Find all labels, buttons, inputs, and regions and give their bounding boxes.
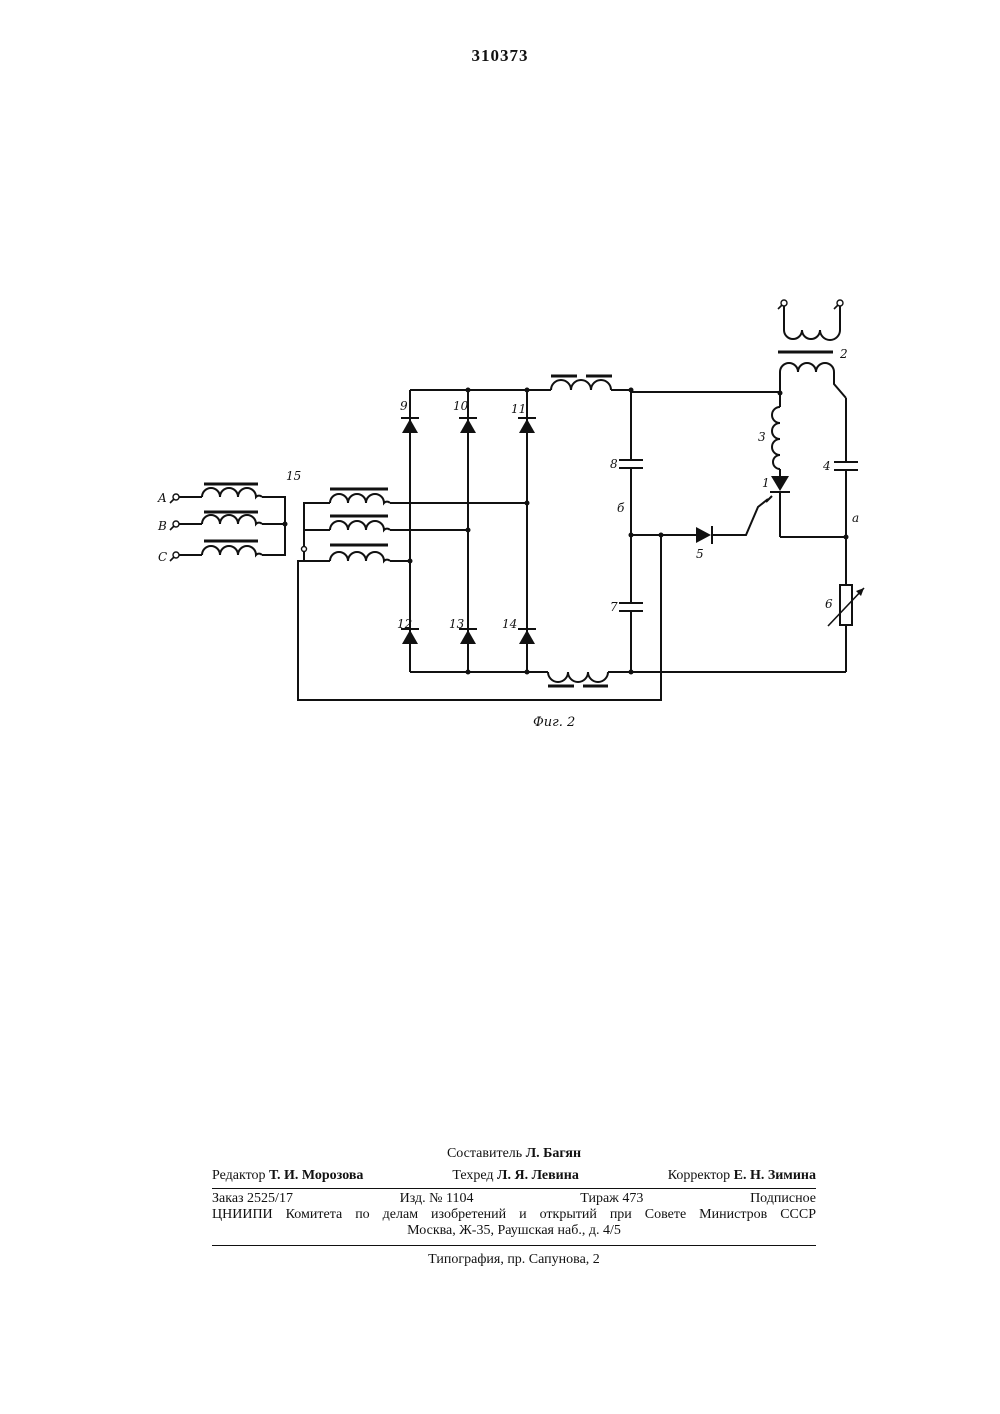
diode-14 <box>518 629 536 644</box>
edition-number: Изд. № 1104 <box>400 1191 474 1207</box>
output-transformer: 2 <box>778 300 848 398</box>
divider-top <box>212 1188 816 1189</box>
capacitor-divider: 8 7 б <box>610 388 664 675</box>
diode-12 <box>401 629 419 644</box>
transformer-15-label: 15 <box>286 469 301 483</box>
diode-10 <box>459 418 477 433</box>
address-line: Москва, Ж-35, Раушская наб., д. 4/5 <box>212 1223 816 1239</box>
thyristor-1: 1 <box>762 476 790 537</box>
compiler-label: Составитель <box>447 1146 522 1161</box>
diode-9 <box>401 418 419 433</box>
capacitor-4-label: 4 <box>822 459 831 473</box>
circulation: Тираж 473 <box>580 1191 643 1207</box>
subscription: Подписное <box>750 1191 816 1207</box>
top-choke <box>551 376 631 390</box>
diode-12-label: 12 <box>397 617 412 631</box>
editor-name: Т. И. Морозова <box>269 1168 363 1183</box>
diode-11 <box>518 418 536 433</box>
node-a-label: а <box>852 511 859 525</box>
figure-caption: Фиг. 2 <box>533 715 575 730</box>
capacitor-4: 4 а <box>822 398 859 537</box>
printing-line: Типография, пр. Сапунова, 2 <box>212 1252 816 1268</box>
imprint-block: Составитель Л. Багян Редактор Т. И. Моро… <box>212 1146 816 1268</box>
inductor-3: 3 <box>758 393 780 476</box>
divider-bottom <box>212 1245 816 1246</box>
diode-13 <box>459 629 477 644</box>
phase-label-c: C <box>158 550 167 564</box>
compiler-name: Л. Багян <box>526 1146 581 1161</box>
corrector-label: Корректор <box>668 1168 730 1183</box>
techred-name: Л. Я. Левина <box>497 1168 579 1183</box>
phase-label-b: B <box>157 519 167 533</box>
inductor-3-label: 3 <box>758 430 766 444</box>
capacitor-8-label: 8 <box>610 457 618 471</box>
terminal-c <box>170 552 202 561</box>
institute-line: ЦНИИПИ Комитета по делам изобретений и о… <box>212 1207 816 1223</box>
techred-label: Техред <box>452 1168 493 1183</box>
phase-label-a: A <box>157 491 167 505</box>
editor-label: Редактор <box>212 1168 266 1183</box>
staff-line: Редактор Т. И. Морозова Техред Л. Я. Лев… <box>212 1168 816 1184</box>
circuit-diagram: A B C 15 <box>0 0 1000 800</box>
thyristor-1-label: 1 <box>762 476 770 490</box>
diode-5-label: 5 <box>696 547 704 561</box>
diode-5: 5 <box>631 499 768 561</box>
order-number: Заказ 2525/17 <box>212 1191 293 1207</box>
resistor-6-label: 6 <box>825 597 833 611</box>
node-b-label: б <box>617 501 625 515</box>
capacitor-7-label: 7 <box>610 600 618 614</box>
compiler-line: Составитель Л. Багян <box>212 1146 816 1168</box>
diode-9-label: 9 <box>400 399 408 413</box>
diode-11-label: 11 <box>511 402 526 416</box>
diode-13-label: 13 <box>449 617 465 631</box>
corrector-name: Е. Н. Зимина <box>734 1168 816 1183</box>
terminal-a <box>170 494 202 503</box>
bottom-choke <box>548 672 631 686</box>
transformer-2-label: 2 <box>839 347 848 361</box>
diode-10-label: 10 <box>453 399 469 413</box>
order-line: Заказ 2525/17 Изд. № 1104 Тираж 473 Подп… <box>212 1191 816 1207</box>
variable-resistor-6: 6 <box>825 537 864 672</box>
diode-14-label: 14 <box>502 617 517 631</box>
terminal-b <box>170 521 202 530</box>
